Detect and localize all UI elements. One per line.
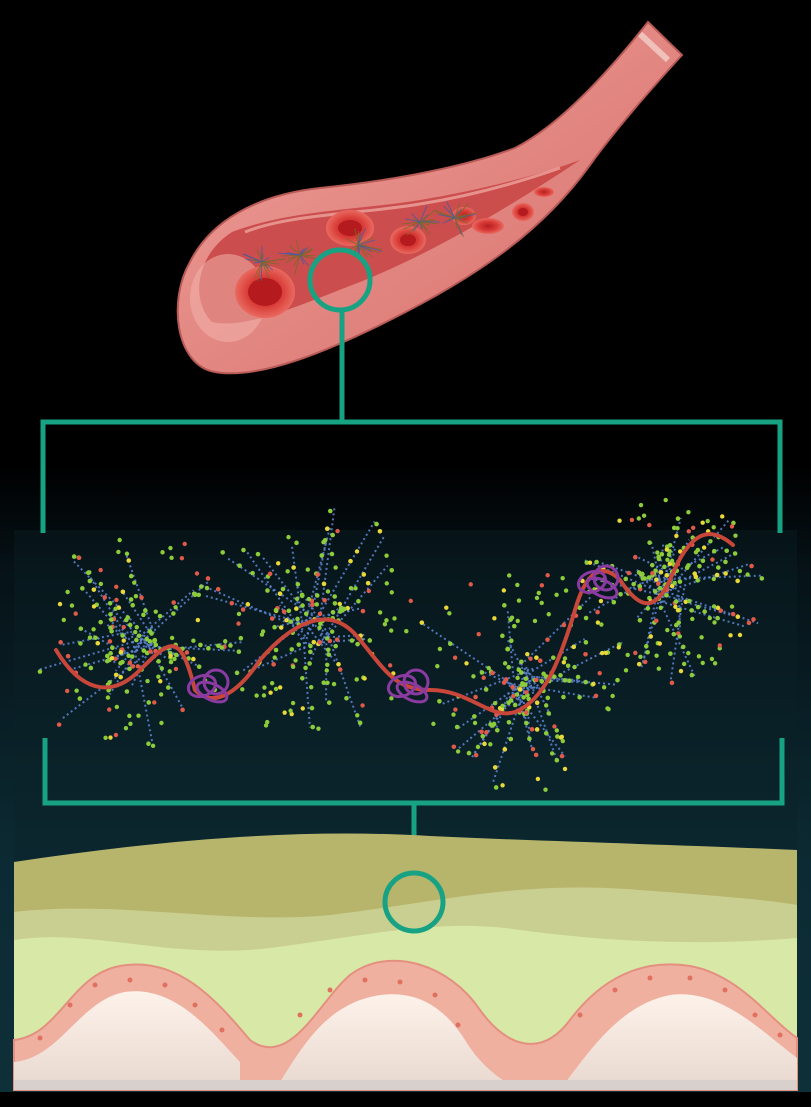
- bottom-edge: [14, 1080, 797, 1090]
- bottom-border: [0, 1092, 811, 1107]
- epithelium-icon: [14, 961, 797, 1090]
